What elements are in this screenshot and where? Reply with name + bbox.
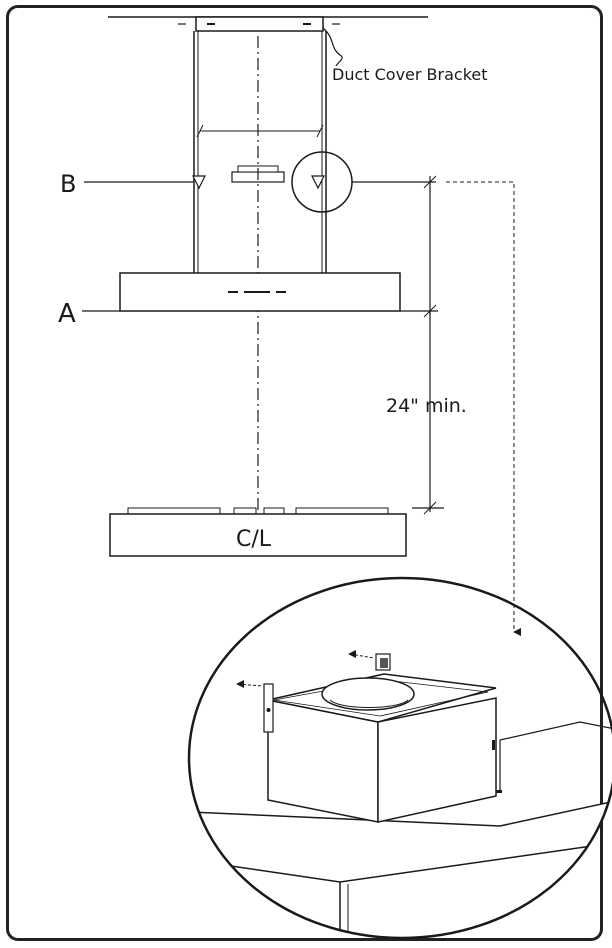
hood-body: [119, 272, 401, 312]
centerline-label: C/L: [236, 527, 272, 552]
label-a: A: [58, 299, 76, 329]
duct-opening: [321, 677, 415, 711]
clearance-dimension: 24" min.: [386, 311, 467, 515]
label-b: B: [60, 170, 76, 198]
duct-cover: [192, 31, 353, 273]
reference-a: A: [58, 299, 438, 329]
cooktop: C/L: [109, 507, 407, 557]
screw-right: [311, 175, 325, 190]
reference-b: B: [60, 170, 436, 198]
detail-circle: [187, 576, 612, 940]
duct-cover-bracket-label: Duct Cover Bracket: [332, 65, 488, 84]
ceiling-assembly: [108, 16, 428, 67]
left-screw-arrow: [237, 683, 263, 687]
screw-left: [192, 175, 206, 190]
detail-pointer-arrow: [446, 181, 521, 636]
bracket-leader-line: [322, 27, 343, 67]
duct-cover-bracket: [195, 16, 324, 32]
clearance-label: 24" min.: [386, 395, 467, 417]
right-screw-arrow: [349, 653, 375, 659]
detail-view: [187, 576, 612, 940]
dimension-b-to-a: [423, 175, 437, 318]
diagram-frame: [6, 5, 603, 941]
